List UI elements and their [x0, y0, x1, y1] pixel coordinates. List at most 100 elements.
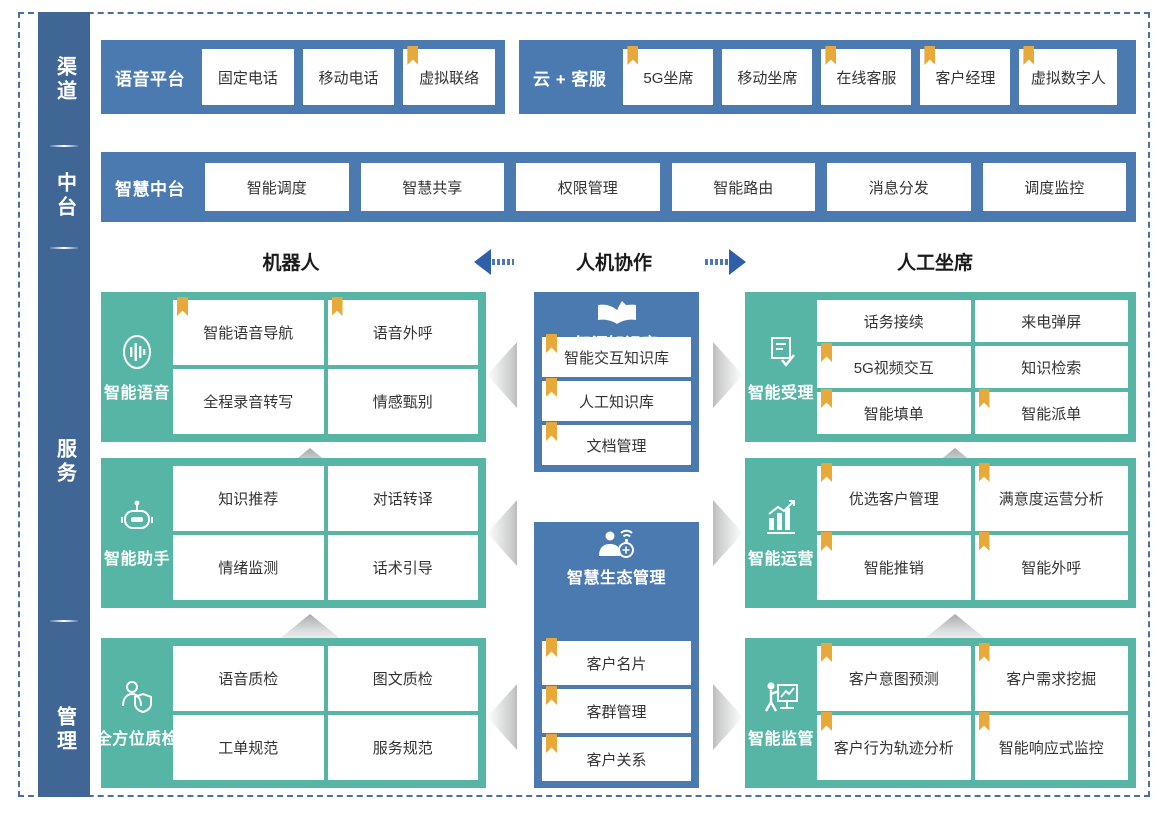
- platform-chip-smart-routing[interactable]: 智能路由: [671, 163, 815, 211]
- cell-service-standard[interactable]: 服务规范: [327, 715, 478, 780]
- cell-knowledge-retrieval[interactable]: 知识检索: [974, 346, 1128, 388]
- cell-smart-ticket-dispatch[interactable]: 智能派单: [974, 389, 1128, 434]
- cell-voice-outbound[interactable]: 语音外呼: [327, 297, 478, 365]
- chip-label: 智能调度: [246, 179, 307, 197]
- platform-chip-dispatch-monitor[interactable]: 调度监控: [982, 163, 1126, 211]
- column-header-collaboration-label: 人机协作: [575, 252, 652, 274]
- rail-label-channel: 渠道: [53, 56, 76, 104]
- platform-chip-permission-mgmt[interactable]: 权限管理: [516, 163, 660, 211]
- cell-script-guidance[interactable]: 话术引导: [327, 535, 478, 600]
- cell-knowledge-recommendation[interactable]: 知识推荐: [173, 466, 324, 531]
- person-network-icon: [593, 528, 641, 562]
- cell-label: 服务规范: [372, 740, 433, 757]
- bookmark-flag-icon: [821, 712, 832, 731]
- cell-customer-demand-mining[interactable]: 客户需求挖掘: [974, 643, 1128, 711]
- cell-work-order-standard[interactable]: 工单规范: [173, 715, 324, 780]
- cell-label: 全程录音转写: [203, 394, 294, 411]
- rail-section-channel: 渠道: [38, 40, 90, 120]
- cell-smart-responsive-monitoring[interactable]: 智能响应式监控: [974, 712, 1128, 780]
- group-full-quality-inspection: 全方位质检 语音质检 图文质检 工单规范 服务规范: [96, 638, 486, 788]
- robot-icon: [117, 498, 157, 542]
- column-header-collaboration: 人机协作: [508, 244, 720, 278]
- group-smart-acceptance-grid: 话务接续 来电弹屏 5G视频交互 知识检索 智能填单 智能派单: [817, 300, 1128, 434]
- bookmark-flag-icon: [546, 638, 557, 657]
- cell-smart-interactive-knowledge-base[interactable]: 智能交互知识库: [542, 334, 691, 377]
- person-shield-icon: [117, 678, 157, 722]
- group-smart-ecosystem-management: 智慧生态管理 客户名片 客群管理 客户关系: [534, 522, 699, 788]
- channel-group-voice-platform: 语音平台 固定电话 移动电话 虚拟联络: [101, 40, 505, 114]
- cell-customer-profile-card[interactable]: 客户名片: [542, 638, 691, 685]
- bookmark-flag-icon: [627, 46, 639, 65]
- chip-label: 固定电话: [217, 69, 278, 87]
- bookmark-flag-icon: [978, 532, 990, 551]
- cell-smart-form-filling[interactable]: 智能填单: [817, 389, 971, 434]
- bookmark-flag-icon: [407, 46, 419, 65]
- cell-dialogue-translation[interactable]: 对话转译: [327, 466, 478, 531]
- cell-label: 情绪监测: [218, 560, 279, 577]
- channel-chip-virtual-contact[interactable]: 虚拟联络: [403, 46, 496, 105]
- cell-emotion-monitoring[interactable]: 情绪监测: [173, 535, 324, 600]
- group-smart-assistant-side: 智能助手: [101, 458, 173, 608]
- bookmark-flag-icon: [331, 297, 343, 316]
- group-smart-acceptance: 智能受理 话务接续 来电弹屏 5G视频交互 知识检索 智能填单 智能派单: [745, 292, 1136, 442]
- chip-label: 客户经理: [935, 69, 996, 87]
- column-header-human-agent-label: 人工坐席: [896, 252, 973, 274]
- cell-label: 客群管理: [586, 703, 647, 721]
- cell-5g-video-interaction[interactable]: 5G视频交互: [817, 343, 971, 388]
- cell-label: 知识检索: [1021, 359, 1082, 377]
- channel-chip-mobile-agent[interactable]: 移动坐席: [722, 49, 813, 105]
- cell-label: 智能响应式监控: [998, 740, 1104, 757]
- group-smart-supervision-name: 智能监管: [747, 730, 814, 748]
- platform-chip-smart-sharing[interactable]: 智慧共享: [360, 163, 504, 211]
- channel-chip-account-manager[interactable]: 客户经理: [920, 46, 1011, 105]
- group-knowledge-base: 智汇知识库 智能交互知识库 人工知识库 文档管理: [534, 292, 699, 472]
- cell-label: 满意度运营分析: [998, 491, 1104, 508]
- group-smart-operation-side: 智能运营: [745, 458, 817, 608]
- cell-voice-quality-inspection[interactable]: 语音质检: [173, 646, 324, 711]
- cell-document-management[interactable]: 文档管理: [542, 422, 691, 465]
- cell-smart-voice-navigation[interactable]: 智能语音导航: [173, 297, 324, 365]
- group-smart-voice-name: 智能语音: [103, 384, 170, 402]
- channel-chip-online-service[interactable]: 在线客服: [821, 46, 912, 105]
- platform-chip-message-dispatch[interactable]: 消息分发: [827, 163, 971, 211]
- chip-label: 消息分发: [868, 179, 929, 197]
- cell-label: 客户需求挖掘: [1006, 671, 1097, 688]
- cell-incoming-call-popup[interactable]: 来电弹屏: [974, 300, 1128, 342]
- cell-customer-group-management[interactable]: 客群管理: [542, 686, 691, 733]
- cell-full-recording-transcription[interactable]: 全程录音转写: [173, 369, 324, 434]
- cell-customer-behavior-trace-analysis[interactable]: 客户行为轨迹分析: [817, 712, 971, 780]
- group-smart-voice-grid: 智能语音导航 语音外呼 全程录音转写 情感甄别: [173, 297, 478, 434]
- cell-label: 语音外呼: [372, 325, 433, 342]
- channel-chip-fixed-phone[interactable]: 固定电话: [202, 49, 294, 105]
- cell-satisfaction-operation-analysis[interactable]: 满意度运营分析: [974, 463, 1128, 531]
- bookmark-flag-icon: [177, 297, 188, 316]
- bookmark-flag-icon: [546, 378, 557, 397]
- cell-smart-outbound-call[interactable]: 智能外呼: [974, 532, 1128, 600]
- platform-chip-smart-dispatch[interactable]: 智能调度: [205, 163, 349, 211]
- cell-label: 话术引导: [372, 560, 433, 577]
- group-smart-operation-name: 智能运营: [747, 550, 814, 568]
- cell-label: 智能推销: [863, 560, 924, 577]
- column-header-human-agent: 人工坐席: [745, 244, 1125, 278]
- cell-smart-marketing[interactable]: 智能推销: [817, 532, 971, 600]
- cell-emotion-detection[interactable]: 情感甄别: [327, 369, 478, 434]
- cell-preferred-customer-management[interactable]: 优选客户管理: [817, 463, 971, 531]
- cell-manual-knowledge-base[interactable]: 人工知识库: [542, 378, 691, 421]
- channel-chip-virtual-human[interactable]: 虚拟数字人: [1019, 46, 1118, 105]
- cell-customer-relationship[interactable]: 客户关系: [542, 734, 691, 781]
- group-smart-ecosystem-head: 智慧生态管理: [534, 522, 699, 588]
- arrow-right-tail: [705, 259, 729, 265]
- cell-call-connection[interactable]: 话务接续: [817, 300, 971, 342]
- rail-divider-2: [50, 247, 78, 249]
- column-header-robot-label: 机器人: [262, 252, 320, 274]
- cell-label: 图文质检: [372, 671, 433, 688]
- cell-label: 语音质检: [218, 671, 279, 688]
- bookmark-flag-icon: [821, 389, 832, 408]
- cell-text-image-quality-inspection[interactable]: 图文质检: [327, 646, 478, 711]
- cell-customer-intent-prediction[interactable]: 客户意图预测: [817, 643, 971, 711]
- cell-label: 智能外呼: [1021, 560, 1082, 577]
- channel-chip-5g-agent[interactable]: 5G坐席: [623, 46, 714, 105]
- channel-chip-mobile-phone[interactable]: 移动电话: [302, 49, 395, 105]
- group-smart-supervision: 智能监管 客户意图预测 客户需求挖掘 客户行为轨迹分析 智能响应式监控: [745, 638, 1136, 788]
